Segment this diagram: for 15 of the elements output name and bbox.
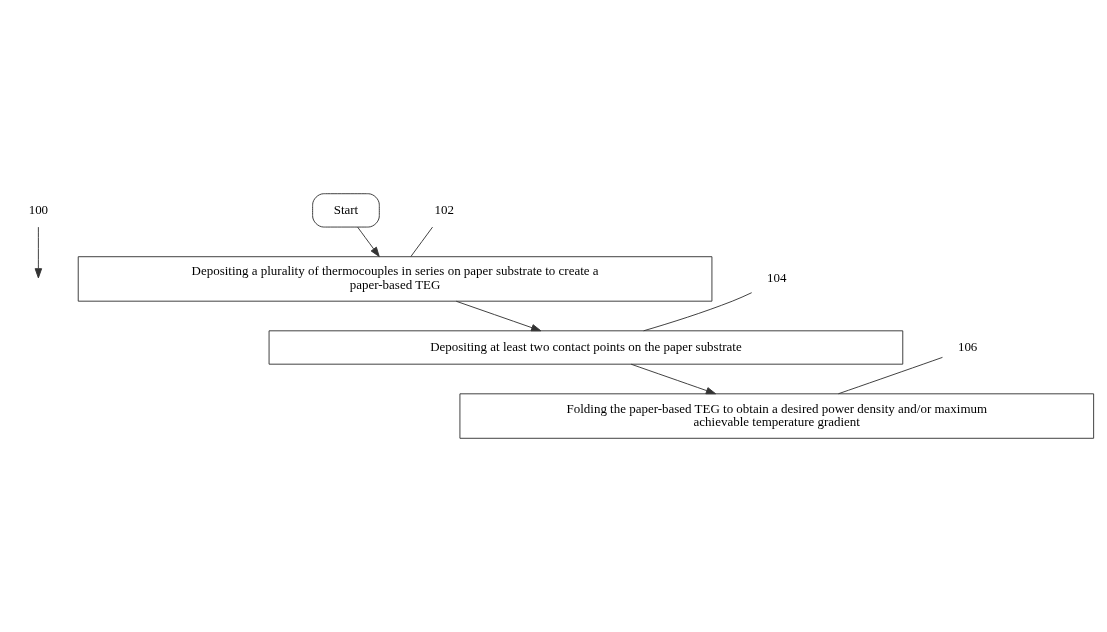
connector <box>643 292 753 332</box>
arrow <box>357 226 380 257</box>
connector <box>410 226 433 257</box>
connector <box>837 356 943 395</box>
arrow <box>630 363 717 395</box>
arrow <box>455 300 542 332</box>
node-box: Folding the paper-based TEG to obtain a desired power density and/or maximum achievable temperature gradient <box>459 393 1095 439</box>
node-text: 106 <box>957 338 978 354</box>
node-box: Start <box>312 193 380 228</box>
node-box: Depositing at least two contact points on the paper substrate <box>268 330 904 365</box>
node-text: 102 <box>434 201 454 217</box>
node-text: 104 <box>767 270 787 286</box>
node-text: 100 <box>28 201 49 217</box>
arrow <box>34 226 43 279</box>
node-box: Depositing a plurality of thermocouples in series on paper substrate to create a paper-based TEG <box>77 256 713 302</box>
